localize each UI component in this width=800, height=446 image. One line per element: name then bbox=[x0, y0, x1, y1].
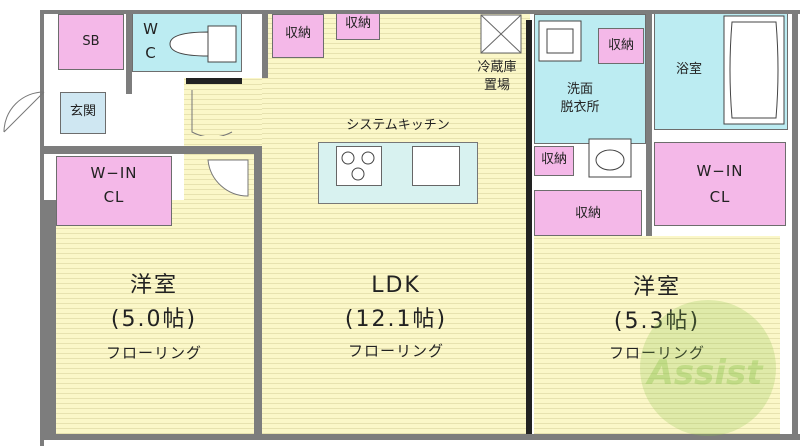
entrance-label: 玄関 bbox=[69, 104, 96, 119]
storage-top-2-label: 収納 bbox=[344, 16, 371, 31]
east-room-name: 洋室 bbox=[632, 275, 681, 300]
storage-top-2 bbox=[336, 12, 380, 40]
storage-wash bbox=[598, 28, 644, 64]
toilet-icon bbox=[169, 25, 237, 63]
ldk-floor-label: フローリング bbox=[347, 342, 444, 360]
entrance-floor bbox=[60, 92, 106, 134]
fridge-label-2: 置場 bbox=[483, 78, 510, 93]
wic-right bbox=[654, 142, 786, 226]
fridge-label-1: 冷蔵庫 bbox=[477, 60, 517, 75]
wic-right-label-2: CL bbox=[709, 188, 731, 206]
stove bbox=[336, 146, 382, 186]
bath-label: 浴室 bbox=[675, 62, 702, 77]
stove-burner-icon bbox=[341, 151, 375, 181]
entrance-door-icon bbox=[3, 91, 45, 133]
bathtub-icon bbox=[723, 15, 785, 125]
ldk-floor bbox=[262, 12, 530, 434]
ldk-size: (12.1帖) bbox=[344, 307, 448, 332]
washing-machine-icon bbox=[538, 20, 582, 62]
east-room-size: (5.3帖) bbox=[613, 309, 701, 334]
sb-label: SB bbox=[82, 34, 100, 49]
storage-east-label: 収納 bbox=[574, 206, 601, 221]
fridge-space-icon bbox=[480, 14, 522, 54]
west-room-size: (5.0帖) bbox=[110, 307, 198, 332]
storage-top-1 bbox=[272, 14, 324, 58]
storage-east bbox=[534, 190, 642, 236]
storage-mid-label: 収納 bbox=[540, 152, 567, 167]
wic-right-label-1: W−IN bbox=[696, 162, 744, 180]
kitchen-label: システムキッチン bbox=[346, 118, 450, 133]
wc-c-label: C bbox=[145, 44, 157, 62]
sink bbox=[412, 146, 460, 186]
wc-w-label: W bbox=[143, 20, 159, 38]
west-room-name: 洋室 bbox=[129, 273, 178, 298]
west-room-floor bbox=[54, 200, 254, 434]
wic-left bbox=[56, 156, 172, 226]
hall-door-icon bbox=[191, 90, 233, 136]
sb-storage bbox=[58, 14, 124, 70]
west-room-floor-label: フローリング bbox=[105, 344, 202, 362]
ldk-name: LDK bbox=[371, 273, 421, 298]
west-room-door-icon bbox=[207, 159, 249, 197]
storage-wash-label: 収納 bbox=[607, 38, 634, 53]
washroom-label-1: 洗面 bbox=[566, 82, 593, 97]
washroom-label-2: 脱衣所 bbox=[560, 100, 600, 115]
assist-logo-watermark bbox=[640, 300, 776, 436]
washbasin-icon bbox=[588, 138, 632, 178]
watermark-text: Assist bbox=[647, 353, 763, 393]
east-room-floor-label: フローリング bbox=[608, 344, 705, 362]
wic-left-label-2: CL bbox=[103, 188, 125, 206]
east-room-floor bbox=[534, 236, 780, 434]
storage-top-1-label: 収納 bbox=[284, 26, 311, 41]
wic-left-label-1: W−IN bbox=[90, 164, 138, 182]
storage-mid bbox=[534, 146, 574, 176]
